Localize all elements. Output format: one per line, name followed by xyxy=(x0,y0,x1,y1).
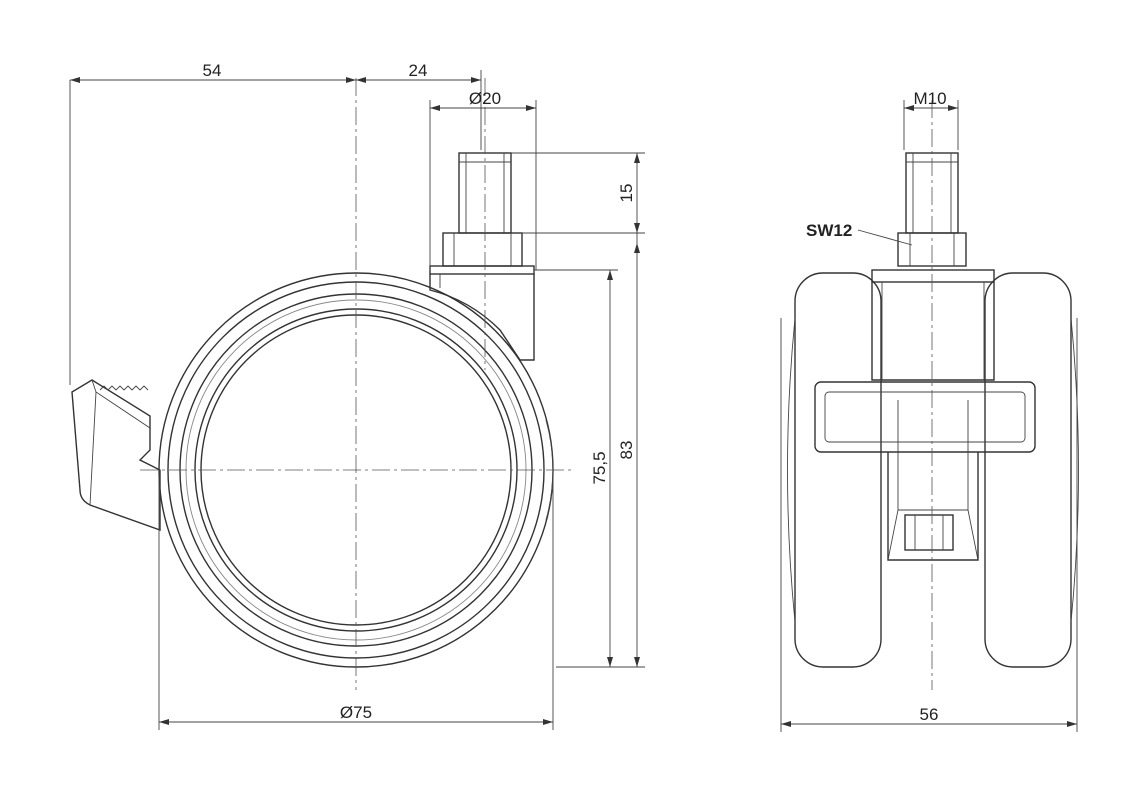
dimensions-side xyxy=(69,70,645,730)
dim-d20-label: Ø20 xyxy=(469,89,501,108)
sw12-callout: SW12 xyxy=(806,221,852,240)
dimensions-front xyxy=(780,100,1078,732)
dim-56-label: 56 xyxy=(920,705,939,724)
dim-54-label: 54 xyxy=(203,61,222,80)
dim-15-label: 15 xyxy=(617,184,636,203)
dim-83-label: 83 xyxy=(617,441,636,460)
wheel-front-left xyxy=(780,272,882,668)
stem-side xyxy=(429,152,535,361)
side-view: 54 24 Ø20 15 75,5 83 Ø75 xyxy=(69,61,645,730)
dim-75-5-label: 75,5 xyxy=(590,451,609,484)
brake-pedal xyxy=(71,379,161,531)
dim-m10-label: M10 xyxy=(913,89,946,108)
front-view: M10 56 SW12 xyxy=(780,89,1079,732)
dim-24-label: 24 xyxy=(409,61,428,80)
dim-d75-label: Ø75 xyxy=(340,703,372,722)
centerlines-side xyxy=(140,78,575,690)
fork-front xyxy=(814,269,1036,561)
wheel-front-right xyxy=(984,272,1079,668)
